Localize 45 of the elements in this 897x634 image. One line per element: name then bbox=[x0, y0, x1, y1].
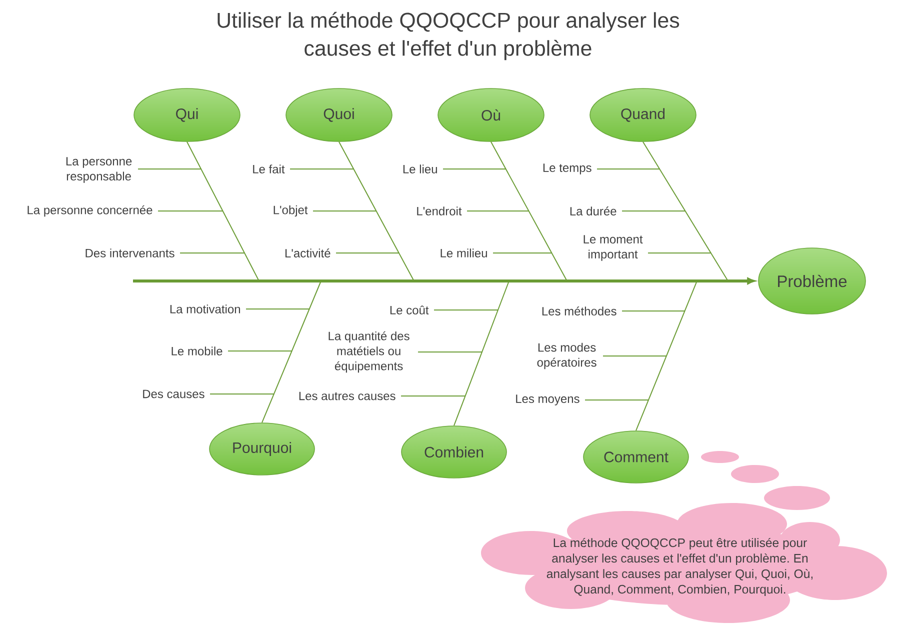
branch-line bbox=[262, 280, 322, 424]
leader-line bbox=[312, 210, 377, 212]
branch-line bbox=[642, 141, 728, 282]
cause-label: Le temps bbox=[543, 164, 592, 174]
branch-line bbox=[454, 280, 510, 426]
leader-line bbox=[246, 308, 310, 310]
cause-label: Le fait bbox=[253, 164, 285, 174]
cause-label: Des causes bbox=[143, 390, 204, 398]
cause-label: Les moyens bbox=[516, 394, 580, 406]
cause-label: Le lieu bbox=[403, 164, 437, 174]
leader-line bbox=[466, 210, 530, 212]
cause-label: Le mobile bbox=[172, 346, 222, 356]
leader-line bbox=[180, 252, 246, 254]
leader-line bbox=[648, 252, 712, 254]
cause-label: Les autres causes bbox=[299, 392, 396, 400]
title: Utiliser la méthode QQOQCCP pour analyser les causes et l'effet d'un problème bbox=[218, 12, 680, 60]
cause-label: L'endroit bbox=[417, 206, 462, 216]
cause-label: La motivation bbox=[170, 304, 240, 314]
cause-label: La durée bbox=[570, 206, 616, 216]
branch-line bbox=[490, 141, 568, 282]
spine-arrow bbox=[133, 278, 755, 284]
leader-line bbox=[442, 168, 506, 170]
cause-label: L'activité bbox=[285, 248, 330, 258]
leader-line bbox=[290, 168, 354, 170]
branch-line bbox=[338, 141, 414, 282]
branch-line bbox=[636, 280, 698, 432]
leader-line bbox=[622, 310, 686, 312]
cause-label: Le coût bbox=[390, 306, 429, 314]
leader-line bbox=[596, 168, 660, 170]
leader-line bbox=[336, 252, 400, 254]
cause-label: Des intervenants bbox=[86, 248, 174, 258]
cause-label: La quantité des matétiels ou équipements bbox=[328, 331, 410, 373]
cause-label: Les méthodes bbox=[542, 306, 616, 316]
leader-line bbox=[492, 252, 552, 254]
cause-label: Le milieu bbox=[440, 248, 487, 258]
cause-label: La personne responsable bbox=[66, 157, 132, 183]
cause-label: Les modes opératoires bbox=[537, 342, 596, 370]
cause-label: Le moment important bbox=[584, 235, 643, 261]
leader-line bbox=[622, 210, 686, 212]
branch-line bbox=[186, 141, 260, 282]
cause-label: La personne concernée bbox=[28, 205, 152, 217]
leader-line bbox=[228, 350, 292, 352]
leader-line bbox=[158, 210, 224, 212]
leader-line bbox=[138, 168, 202, 170]
cause-label: L'objet bbox=[274, 205, 308, 217]
